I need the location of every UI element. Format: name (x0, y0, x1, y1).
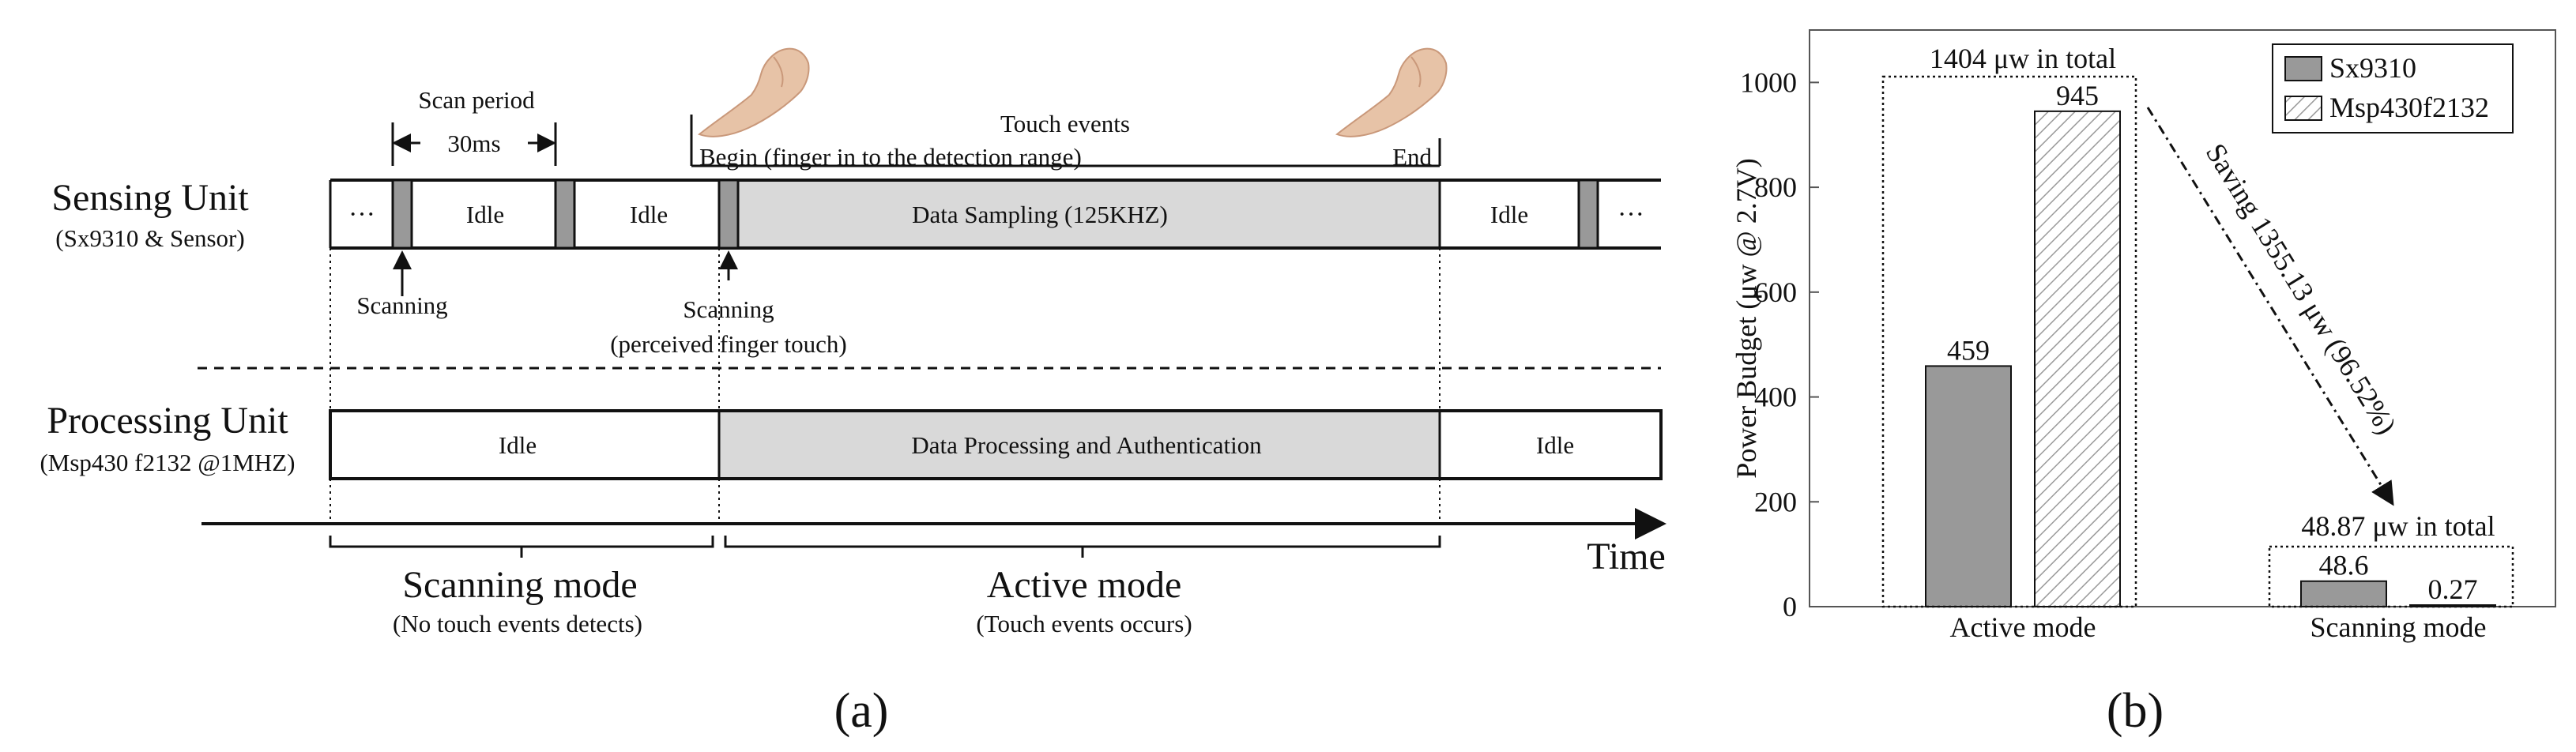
bar-sx9310-active-mode (1925, 365, 2012, 607)
power-budget-chart: 0 200 400 600 800 1000 459 945 48.6 0.27 Active … (1731, 29, 2556, 643)
idle-label: Idle (466, 201, 504, 228)
legend-label-msp430: Msp430f2132 (2329, 92, 2489, 123)
idle-label: Idle (1536, 431, 1574, 459)
legend-swatch-sx9310 (2284, 56, 2322, 81)
touch-begin-label: Begin (finger in to the detection range) (699, 143, 1082, 171)
scanning-touch-sublabel: (perceived finger touch) (610, 330, 847, 358)
idle-label: Idle (630, 201, 668, 228)
y-tick-label: 1000 (1740, 66, 1797, 98)
idle-label: Idle (1490, 201, 1528, 228)
touch-end-label: End (1392, 143, 1432, 171)
saving-arrow (2146, 107, 2394, 506)
scanning-mode-label: Scanning mode (402, 564, 637, 606)
touch-events-label: Touch events (1000, 110, 1130, 137)
bar-value-label: 459 (1947, 334, 1990, 366)
sensing-unit-title: Sensing Unit (51, 177, 249, 219)
data-processing-label: Data Processing and Authentication (911, 431, 1262, 459)
scan-block (554, 179, 576, 250)
scanning-total-label: 48.87 μw in total (2301, 510, 2495, 542)
caption-a: (a) (834, 684, 889, 738)
caption-b: (b) (2107, 684, 2164, 738)
data-sampling-label: Data Sampling (125KHZ) (912, 201, 1168, 228)
active-total-label: 1404 μw in total (1930, 43, 2116, 74)
bar-value-label: 945 (2056, 80, 2099, 111)
bar-value-label: 0.27 (2428, 573, 2478, 605)
scanning-touch-label: Scanning (683, 295, 774, 323)
bar-msp430f2132-active-mode (2034, 110, 2121, 607)
pointing-hand-icon (697, 47, 810, 137)
active-mode-sublabel: (Touch events occurs) (976, 610, 1192, 637)
ellipsis-right: ··· (1618, 200, 1644, 229)
y-tick-label: 800 (1754, 171, 1797, 203)
processing-unit-title: Processing Unit (47, 400, 288, 442)
processing-row: Idle Data Processing and Authentication … (329, 409, 1663, 480)
y-tick-label: 600 (1754, 276, 1797, 308)
active-total-box (1881, 75, 2137, 608)
scan-block (717, 179, 740, 250)
scan-block (1577, 179, 1599, 250)
y-tick-label: 200 (1754, 486, 1797, 517)
y-tick-label: 400 (1754, 382, 1797, 413)
bar-sx9310-scanning-mode (2300, 580, 2387, 607)
x-category-label: Scanning mode (2310, 611, 2487, 643)
scan-block (391, 179, 413, 250)
pointing-hand-icon (1335, 47, 1448, 137)
active-processing-shade (719, 411, 1440, 479)
y-axis: 0 200 400 600 800 1000 (1740, 66, 1819, 622)
x-category-label: Active mode (1950, 611, 2096, 643)
saving-label: Saving 1355.13 μw (96.52%) (2200, 138, 2403, 440)
scan-period-value: 30ms (447, 130, 500, 157)
active-mode-label: Active mode (987, 564, 1182, 606)
active-sampling-shade (719, 180, 1440, 248)
y-axis-label: Power Budget (μw @ 2.7V) (1731, 158, 1762, 478)
timing-diagram: Sensing Unit (Sx9310 & Sensor) Processin… (40, 47, 1666, 637)
scanning-total-box (2268, 545, 2514, 608)
x-axis: Active mode Scanning mode (1950, 611, 2487, 643)
scan-period-label: Scan period (418, 86, 535, 114)
scanning-mode-sublabel: (No touch events detects) (393, 610, 642, 637)
time-axis-label: Time (1587, 536, 1666, 577)
bars: 459 945 48.6 0.27 (1925, 80, 2496, 607)
legend-label-sx9310: Sx9310 (2329, 52, 2416, 84)
processing-unit-subtitle: (Msp430 f2132 @1MHZ) (40, 449, 295, 476)
scanning-label: Scanning (356, 291, 447, 319)
idle-label: Idle (499, 431, 537, 459)
y-tick-label: 0 (1783, 591, 1797, 622)
ellipsis-left: ··· (348, 200, 375, 229)
sensing-row: ··· Idle Idle Data Sampling (125KHZ) Idl… (329, 179, 1661, 250)
sensing-unit-subtitle: (Sx9310 & Sensor) (55, 224, 244, 252)
bar-value-label: 48.6 (2319, 550, 2369, 581)
plot-frame (1809, 29, 2556, 607)
legend-swatch-msp430 (2284, 96, 2322, 121)
